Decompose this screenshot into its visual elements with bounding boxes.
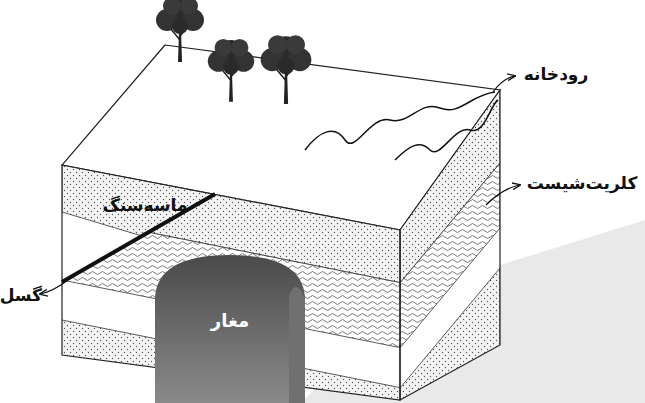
sandstone-layer bbox=[400, 268, 500, 403]
river bbox=[305, 92, 498, 160]
trees bbox=[156, 0, 311, 104]
schist-layer bbox=[0, 203, 645, 397]
layer-label: کلریت‌شیست bbox=[522, 172, 642, 194]
sandstone-layer bbox=[0, 308, 645, 403]
cave-label: مغار bbox=[155, 309, 305, 333]
tree bbox=[261, 35, 312, 104]
river-label: رودخانه bbox=[512, 63, 600, 85]
river-bank bbox=[395, 100, 498, 160]
leader-line bbox=[40, 280, 68, 294]
cave-shape: مغار bbox=[155, 255, 305, 403]
layer-label: ماسه‌سنگ bbox=[95, 194, 195, 216]
right-face-outline bbox=[400, 90, 500, 400]
tree bbox=[208, 39, 254, 102]
leader-line bbox=[486, 185, 520, 205]
fault-label: گسل bbox=[0, 284, 42, 306]
leader-line bbox=[493, 76, 515, 92]
leader-lines bbox=[40, 76, 520, 294]
right-face-layers bbox=[400, 0, 500, 403]
cave-opening bbox=[155, 255, 305, 403]
cave-side-wall bbox=[289, 287, 305, 403]
river-bank bbox=[305, 92, 495, 150]
tree bbox=[156, 0, 204, 62]
